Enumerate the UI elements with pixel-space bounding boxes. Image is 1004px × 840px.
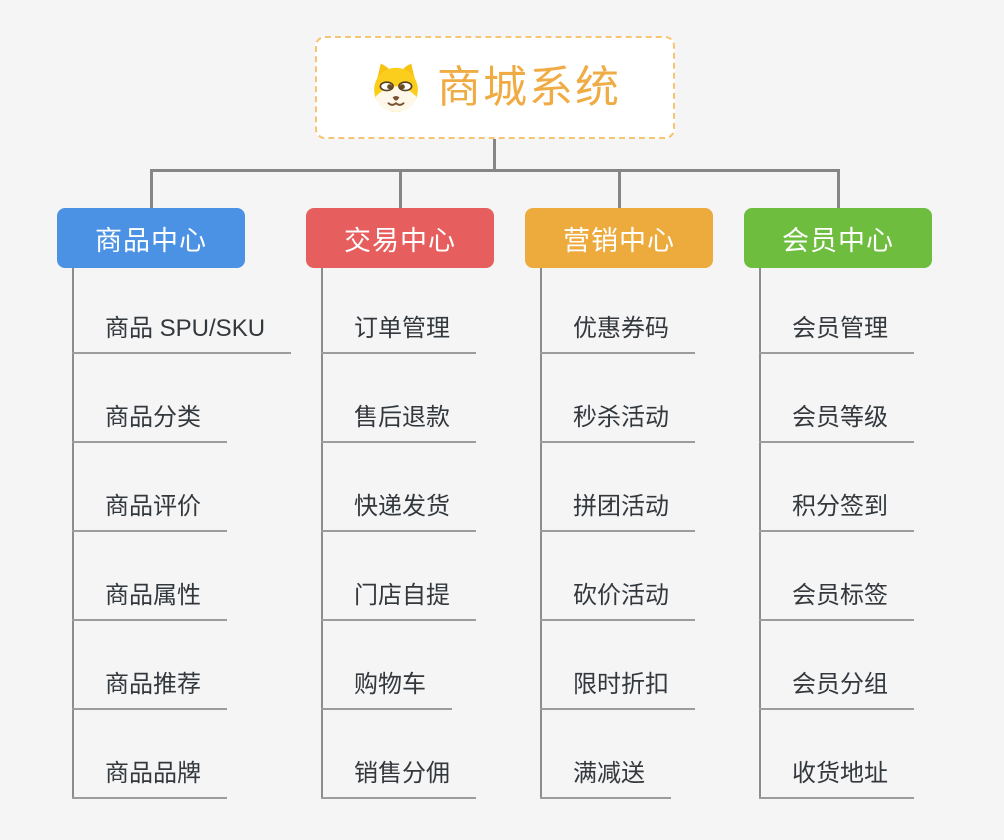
leaf-label: 会员管理 [792, 315, 888, 342]
leaf-node[interactable]: 砍价活动 [540, 581, 695, 621]
leaf-node[interactable]: 商品评价 [72, 492, 227, 532]
branch-label: 营销中心 [563, 225, 675, 256]
leaf-node[interactable]: 购物车 [321, 670, 452, 710]
connector-branch-trunk [321, 268, 323, 799]
leaf-node[interactable]: 商品推荐 [72, 670, 227, 710]
leaf-label: 订单管理 [354, 315, 450, 342]
leaf-node[interactable]: 订单管理 [321, 314, 476, 354]
connector-horizontal [150, 169, 840, 172]
leaf-label: 商品 SPU/SKU [105, 315, 266, 342]
leaf-label: 秒杀活动 [573, 404, 669, 431]
leaf-node[interactable]: 会员管理 [759, 314, 914, 354]
connector-branch-trunk [540, 268, 542, 799]
branch-node[interactable]: 交易中心 [306, 208, 494, 268]
leaf-label: 收货地址 [792, 760, 888, 787]
connector-root-stem [493, 139, 496, 172]
leaf-node[interactable]: 商品品牌 [72, 759, 227, 799]
leaf-node[interactable]: 满减送 [540, 759, 671, 799]
leaf-label: 砍价活动 [573, 582, 669, 609]
branch-label: 商品中心 [95, 225, 207, 256]
leaf-node[interactable]: 门店自提 [321, 581, 476, 621]
leaf-label: 商品评价 [105, 493, 201, 520]
root-title: 商城系统 [437, 62, 621, 112]
leaf-node[interactable]: 会员标签 [759, 581, 914, 621]
leaf-node[interactable]: 积分签到 [759, 492, 914, 532]
connector-branch-drop [149, 169, 153, 208]
leaf-node[interactable]: 商品 SPU/SKU [72, 314, 292, 354]
leaf-node[interactable]: 快递发货 [321, 492, 476, 532]
leaf-label: 会员标签 [792, 582, 888, 609]
leaf-node[interactable]: 会员等级 [759, 403, 914, 443]
connector-branch-trunk [72, 268, 74, 799]
leaf-label: 拼团活动 [573, 493, 669, 520]
leaf-label: 商品分类 [105, 404, 201, 431]
leaf-label: 会员等级 [792, 404, 888, 431]
leaf-node[interactable]: 限时折扣 [540, 670, 695, 710]
leaf-label: 会员分组 [792, 671, 888, 698]
leaf-label: 购物车 [354, 671, 426, 698]
leaf-label: 快递发货 [354, 493, 450, 520]
leaf-node[interactable]: 售后退款 [321, 403, 476, 443]
leaf-label: 优惠券码 [573, 315, 669, 342]
leaf-label: 商品属性 [105, 582, 201, 609]
connector-branch-drop [836, 169, 840, 208]
leaf-node[interactable]: 拼团活动 [540, 492, 695, 532]
branch-node[interactable]: 营销中心 [525, 208, 713, 268]
leaf-label: 限时折扣 [573, 671, 669, 698]
connector-branch-drop [398, 169, 402, 208]
leaf-node[interactable]: 收货地址 [759, 759, 914, 799]
leaf-node[interactable]: 会员分组 [759, 670, 914, 710]
branch-label: 会员中心 [782, 225, 894, 256]
leaf-label: 售后退款 [354, 404, 450, 431]
branch-node[interactable]: 商品中心 [57, 208, 245, 268]
leaf-node[interactable]: 秒杀活动 [540, 403, 695, 443]
connector-branch-trunk [759, 268, 761, 799]
leaf-label: 销售分佣 [354, 760, 450, 787]
leaf-label: 门店自提 [354, 582, 450, 609]
leaf-label: 满减送 [573, 760, 645, 787]
leaf-label: 商品推荐 [105, 671, 201, 698]
leaf-node[interactable]: 销售分佣 [321, 759, 476, 799]
leaf-node[interactable]: 商品属性 [72, 581, 227, 621]
branch-node[interactable]: 会员中心 [744, 208, 932, 268]
shiba-dog-icon [369, 61, 423, 115]
root-node[interactable]: 商城系统 [315, 36, 675, 139]
branch-label: 交易中心 [344, 225, 456, 256]
leaf-label: 商品品牌 [105, 760, 201, 787]
leaf-node[interactable]: 优惠券码 [540, 314, 695, 354]
leaf-label: 积分签到 [792, 493, 888, 520]
leaf-node[interactable]: 商品分类 [72, 403, 227, 443]
connector-branch-drop [617, 169, 621, 208]
